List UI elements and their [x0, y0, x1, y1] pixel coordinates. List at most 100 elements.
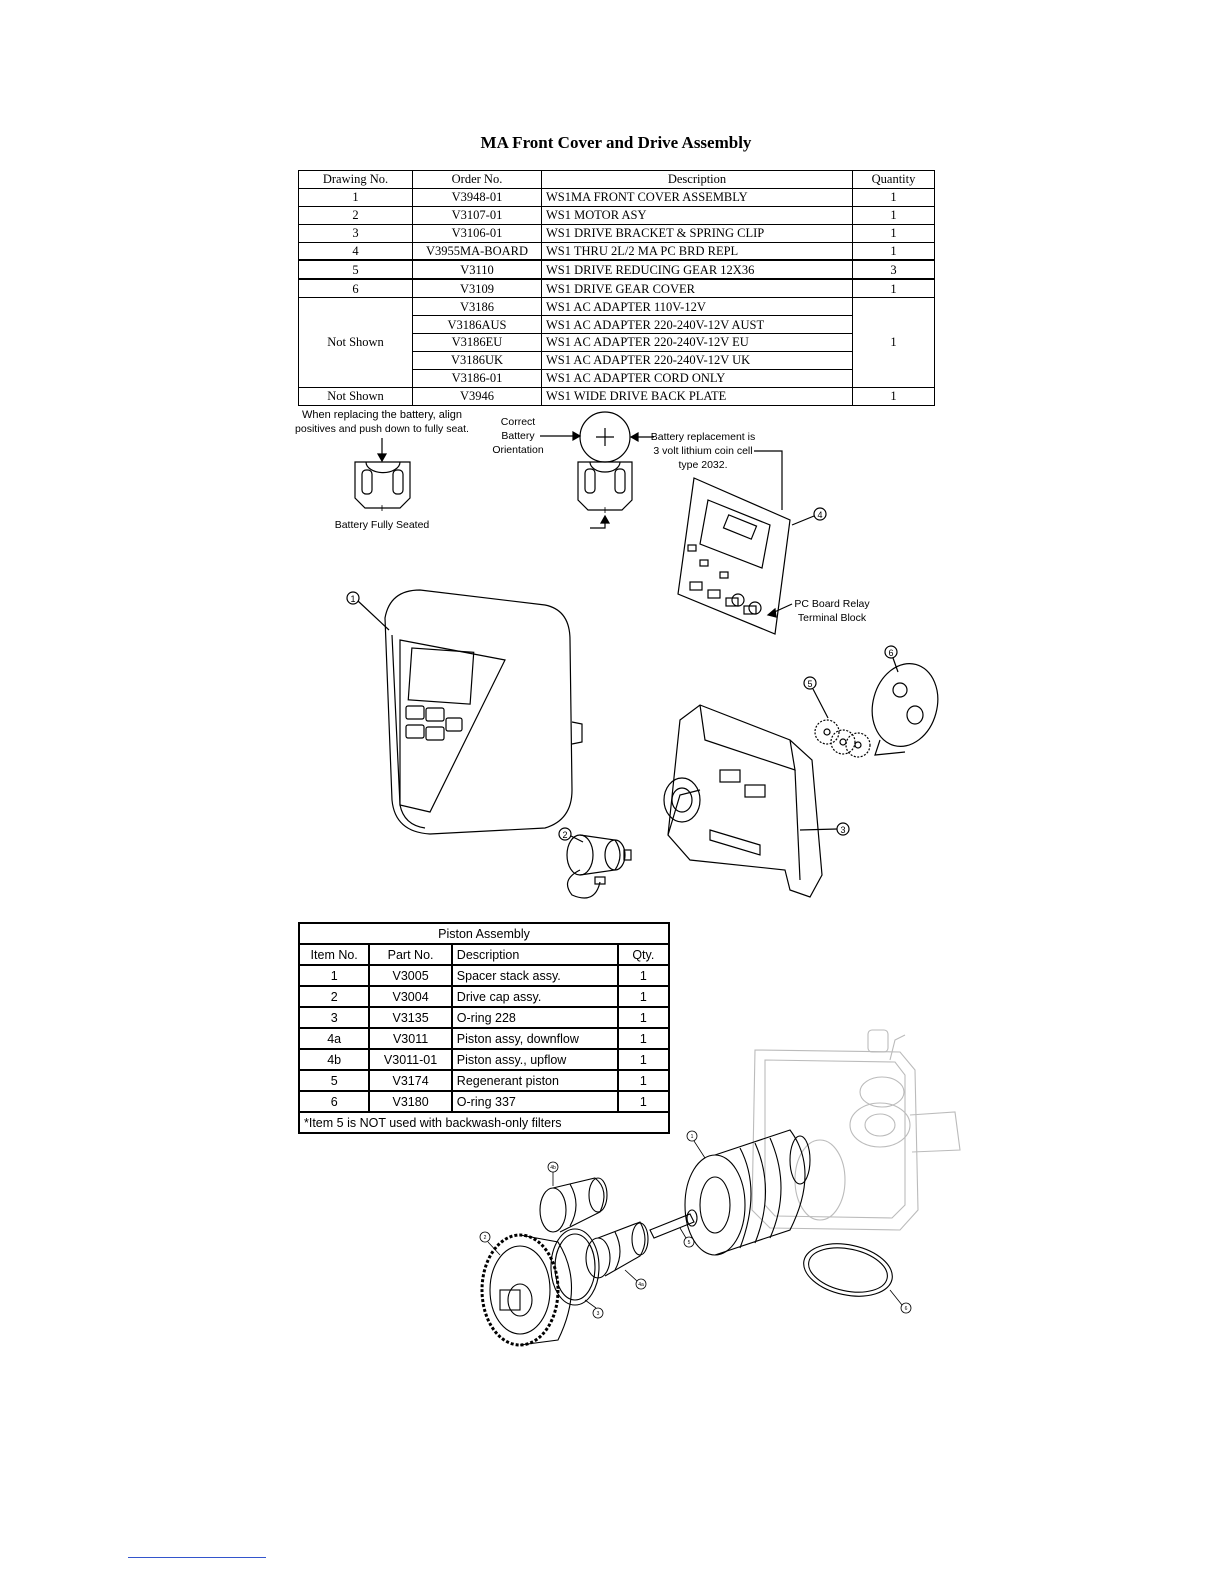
- table-row: V3186UK WS1 AC ADAPTER 220-240V-12V UK: [299, 350, 935, 370]
- table-row: 4 V3955MA-BOARD WS1 THRU 2L/2 MA PC BRD …: [298, 241, 935, 261]
- cell-desc: WS1 MOTOR ASY: [541, 205, 853, 225]
- cell-drawing: 2: [298, 205, 413, 225]
- piston-callout-4b-label: 4b: [550, 1165, 556, 1171]
- reducing-gears-drawing: [814, 719, 871, 758]
- note-relay-1: PC Board Relay: [794, 598, 870, 610]
- piston-callout-3-label: 3: [597, 1311, 600, 1317]
- cell-drawing: 3: [298, 223, 413, 243]
- cell-desc: WS1 DRIVE BRACKET & SPRING CLIP: [541, 223, 853, 243]
- piston-callout-6: [900, 1302, 912, 1314]
- piston-callout-5-label: 5: [688, 1240, 691, 1246]
- callout-2: [558, 827, 572, 841]
- callout-3: [836, 822, 850, 836]
- note-correct-1: Correct: [501, 416, 536, 428]
- cell-desc: Regenerant piston: [450, 1069, 619, 1092]
- header-qty: Qty.: [616, 943, 671, 966]
- cell-drawing: Not Shown: [298, 386, 413, 406]
- cell-qty: 3: [852, 259, 935, 280]
- cell-item: 1: [297, 964, 371, 987]
- cell-order: V3948-01: [412, 187, 542, 207]
- callout-6: [884, 645, 898, 659]
- table-row: 4a V3011 Piston assy, downflow 1: [297, 1027, 671, 1050]
- drive-bracket-drawing: [663, 704, 823, 898]
- callout-1-label: 1: [350, 594, 355, 604]
- cell-order: V3946: [412, 386, 542, 406]
- table-row: 5 V3174 Regenerant piston 1: [297, 1069, 671, 1092]
- cell-qty: 1: [616, 985, 671, 1008]
- cell-item: 3: [297, 1006, 371, 1029]
- cell-desc: WS1 THRU 2L/2 MA PC BRD REPL: [541, 241, 853, 261]
- header-description: Description: [541, 170, 853, 189]
- callout-5: [803, 676, 817, 690]
- piston-callout-2-label: 2: [484, 1235, 487, 1241]
- cell-desc: WS1 AC ADAPTER 220-240V-12V AUST: [541, 315, 853, 335]
- footnote-separator: [128, 1557, 266, 1558]
- cell-qty: 1: [616, 964, 671, 987]
- cell-order: V3955MA-BOARD: [412, 241, 542, 261]
- piston-table-header: Item No. Part No. Description Qty.: [297, 943, 671, 966]
- piston-callout-4a-label: 4a: [638, 1282, 644, 1288]
- table-row: Not Shown V3946 WS1 WIDE DRIVE BACK PLAT…: [298, 386, 935, 406]
- cell-drawing-not-shown: Not Shown: [298, 297, 413, 388]
- table-row: Not Shown V3186 WS1 AC ADAPTER 110V-12V …: [298, 297, 935, 388]
- cell-item: 2: [297, 985, 371, 1008]
- callout-3-label: 3: [840, 825, 845, 835]
- note-align-1: When replacing the battery, align: [302, 409, 462, 421]
- cell-desc: Piston assy, downflow: [450, 1027, 619, 1050]
- piston-callout-1-label: 1: [691, 1134, 694, 1140]
- cell-desc: WS1 WIDE DRIVE BACK PLATE: [541, 386, 853, 406]
- note-relay-2: Terminal Block: [798, 612, 867, 624]
- cell-order: V3106-01: [412, 223, 542, 243]
- callout-6-label: 6: [888, 648, 893, 658]
- callout-5-label: 5: [807, 679, 812, 689]
- table-row: 4b V3011-01 Piston assy., upflow 1: [297, 1048, 671, 1071]
- cell-desc: WS1 AC ADAPTER 220-240V-12V UK: [541, 350, 853, 370]
- table-row: 3 V3106-01 WS1 DRIVE BRACKET & SPRING CL…: [298, 223, 935, 243]
- cell-drawing: 5: [298, 259, 413, 280]
- header-quantity: Quantity: [852, 170, 935, 189]
- cell-part: V3004: [368, 985, 453, 1008]
- piston-callout-1: [686, 1130, 698, 1142]
- cell-qty: 1: [852, 278, 935, 299]
- front-cover-drawing: [384, 589, 583, 835]
- cell-drawing: 1: [298, 187, 413, 207]
- cell-desc: WS1 AC ADAPTER CORD ONLY: [541, 368, 853, 388]
- cell-desc: Spacer stack assy.: [450, 964, 619, 987]
- cell-desc: WS1MA FRONT COVER ASSEMBLY: [541, 187, 853, 207]
- cell-order: V3186: [412, 297, 542, 317]
- table-row: 6 V3180 O-ring 337 1: [297, 1090, 671, 1113]
- cell-order: V3186EU: [412, 333, 542, 352]
- note-replacement-3: type 2032.: [678, 459, 727, 471]
- cell-order: V3186UK: [412, 350, 542, 370]
- cell-item: 4b: [297, 1048, 371, 1071]
- callout-1: [346, 591, 360, 605]
- header-description: Description: [450, 943, 619, 966]
- coin-cell-battery: [579, 411, 631, 463]
- battery-holder-correct: [577, 461, 633, 511]
- piston-callout-6-label: 6: [905, 1306, 908, 1312]
- parts-table-header: Drawing No. Order No. Description Quanti…: [298, 170, 935, 189]
- piston-table-title: Piston Assembly: [298, 922, 670, 945]
- plus-correct: +: [601, 503, 608, 517]
- plus-seated: +: [378, 501, 385, 515]
- cell-part: V3011-01: [368, 1048, 453, 1071]
- cell-desc: O-ring 228: [450, 1006, 619, 1029]
- piston-table-footnote: *Item 5 is NOT used with backwash-only f…: [298, 1111, 670, 1134]
- cell-qty: 1: [852, 223, 935, 243]
- page-title: MA Front Cover and Drive Assembly: [480, 133, 752, 152]
- cell-desc: WS1 DRIVE REDUCING GEAR 12X36: [541, 259, 853, 280]
- cell-qty: 1: [616, 1027, 671, 1050]
- cell-part: V3174: [368, 1069, 453, 1092]
- note-replacement-1: Battery replacement is: [651, 431, 755, 443]
- note-correct-2: Battery: [501, 430, 535, 442]
- cell-desc: WS1 AC ADAPTER 110V-12V: [541, 297, 853, 317]
- cell-qty: 1: [852, 205, 935, 225]
- cell-desc: WS1 DRIVE GEAR COVER: [541, 278, 853, 299]
- motor-drawing: [566, 834, 632, 899]
- cell-part: V3135: [368, 1006, 453, 1029]
- table-row: 3 V3135 O-ring 228 1: [297, 1006, 671, 1029]
- cell-drawing: 4: [298, 241, 413, 261]
- cell-desc: O-ring 337: [450, 1090, 619, 1113]
- cell-order: V3186-01: [412, 368, 542, 388]
- cell-desc: Drive cap assy.: [450, 985, 619, 1008]
